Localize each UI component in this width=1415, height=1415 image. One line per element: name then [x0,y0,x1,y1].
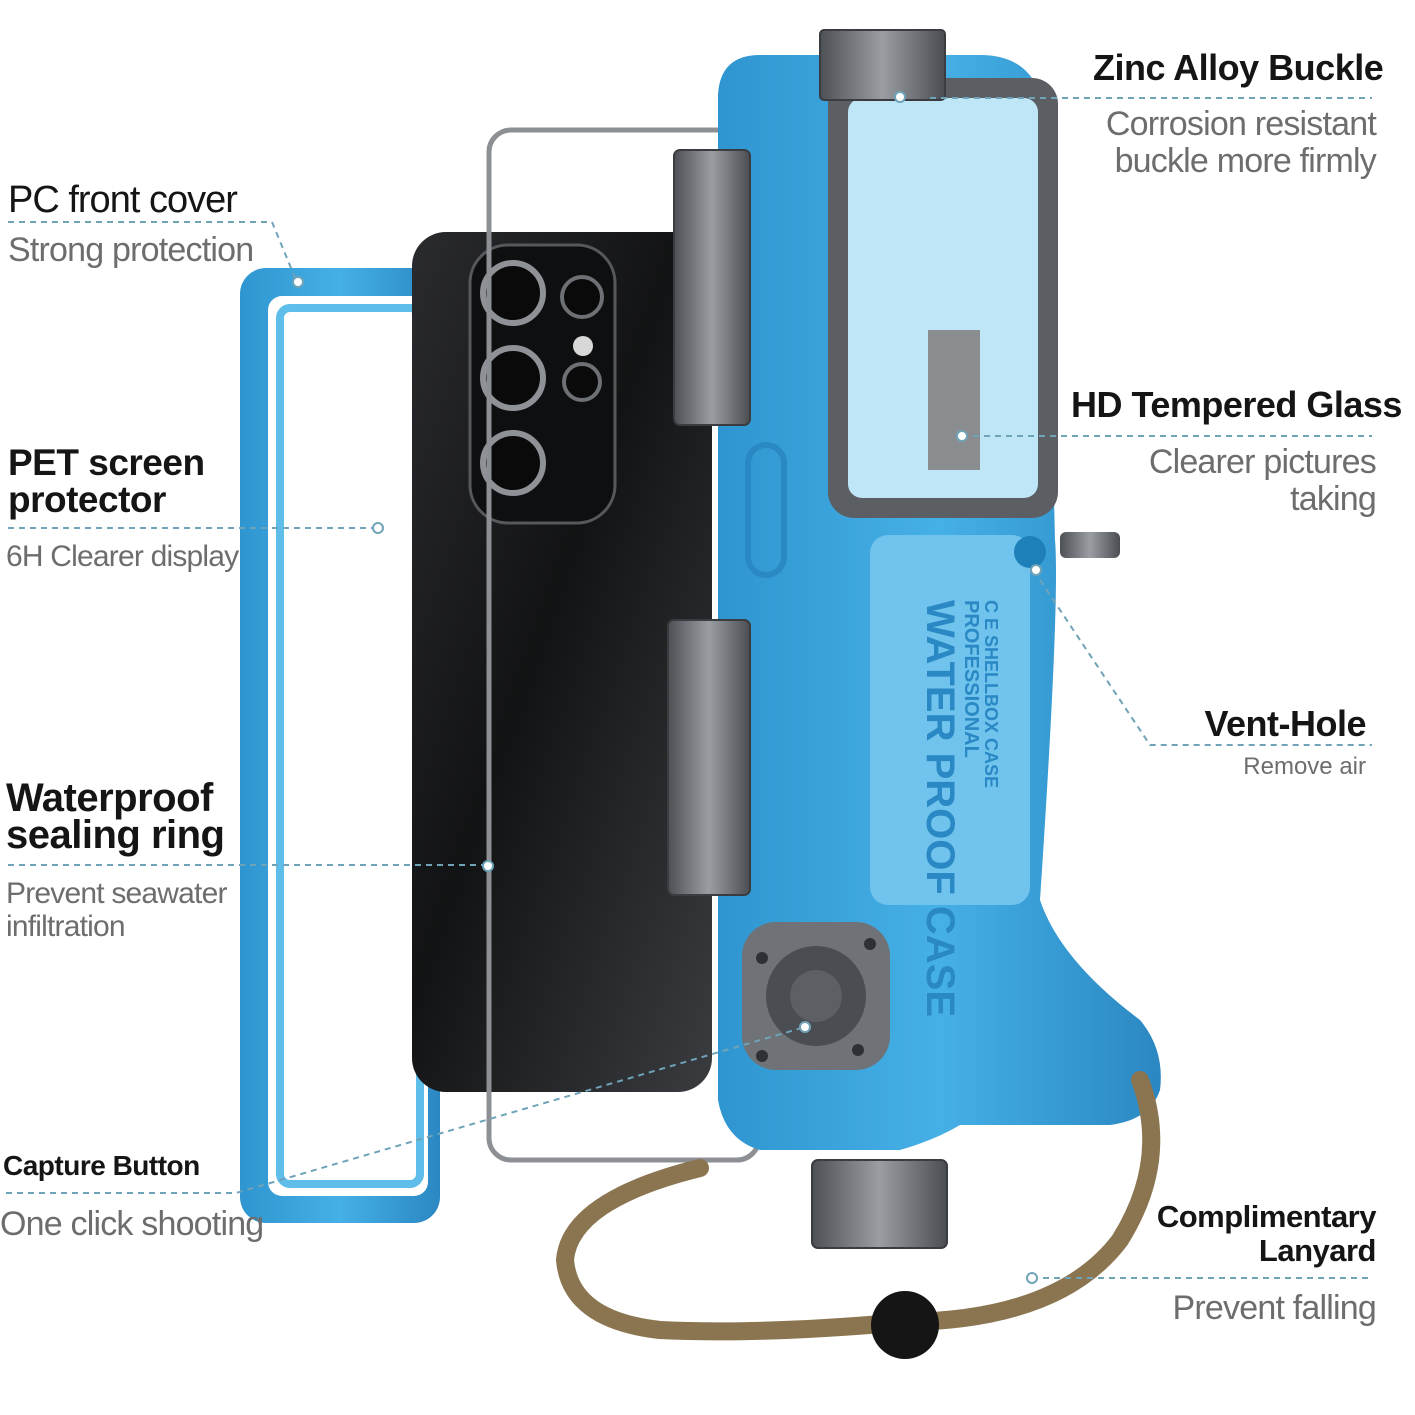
leader-lines [6,97,1372,1279]
pc-front-cover-desc: Strong protection [8,231,254,269]
hd-tempered-glass-desc: Clearer pictures taking [1148,443,1377,519]
pet-screen-protector-desc: 6H Clearer display [6,540,239,573]
capture-button-title: Capture Button [3,1150,200,1181]
main-case-body [718,55,1161,1150]
lanyard [555,1071,1161,1341]
hd-tempered-glass-title: HD Tempered Glass [1071,384,1402,425]
pc-front-cover-frame [240,268,440,1223]
vent-hole-title: Vent-Hole [1204,703,1366,744]
leader-dots [292,91,1042,1284]
complimentary-lanyard-title: Complimentary Lanyard [1156,1199,1377,1269]
case-print-main: WATER PROOF CASE [918,600,962,1017]
pc-front-cover-title: PC front cover [8,179,238,221]
case-print-brand: PROFESSIONAL [960,600,982,758]
vent-hole-desc: Remove air [1243,753,1366,780]
lanyard-stopper [871,1291,939,1359]
capture-button-desc: One click shooting [0,1205,264,1243]
waterproof-sealing-ring-desc: Prevent seawater infiltration [6,877,227,943]
zinc-alloy-buckles [667,29,948,1249]
zinc-alloy-buckle-title: Zinc Alloy Buckle [1093,47,1384,88]
waterproof-sealing-ring-title: Waterproof sealing ring [6,776,225,857]
case-print: WATER PROOF CASE PROFESSIONAL C E SHELLB… [918,600,1001,1017]
zinc-alloy-buckle-desc: Corrosion resistant buckle more firmly [1105,105,1377,181]
case-print-model: C E SHELLBOX CASE [981,600,1001,788]
complimentary-lanyard-desc: Prevent falling [1172,1289,1377,1327]
pet-screen-protector-title: PET screen protector [8,442,205,520]
capture-button [742,922,890,1070]
